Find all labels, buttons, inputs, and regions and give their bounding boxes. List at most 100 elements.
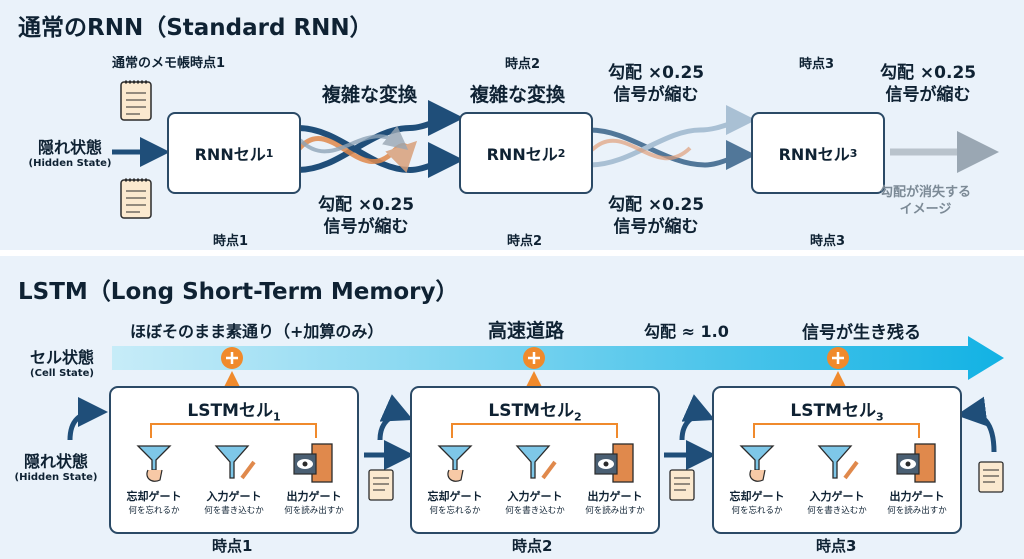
hidden-state-label-bottom: 隠れ状態 (Hidden State) — [4, 448, 108, 483]
forget-gate-name-1: 忘却ゲート — [126, 490, 182, 503]
input-gate-name-3: 入力ゲート — [809, 490, 865, 503]
input-gate-2: 入力ゲート 何を書き込むか — [494, 436, 576, 516]
lstm-cell-2: LSTMセル2 忘却ゲート 何を忘れるか 入力ゲート 何を書き込むか 出力ゲート… — [410, 386, 660, 534]
note-survive: 信号が生き残る — [802, 323, 921, 343]
hidden-state-en-text: (Hidden State) — [28, 158, 112, 169]
lstm-hook-1 — [377, 394, 414, 441]
funnel-pencil-icon — [796, 436, 878, 486]
notepad-icon-lstm-2 — [669, 469, 695, 501]
input-gate-name-2: 入力ゲート — [507, 490, 563, 503]
notepad-icon-bottom — [120, 178, 152, 219]
note-pass-through: ほぼそのまま素通り（+加算のみ） — [130, 322, 384, 341]
braid-2a — [589, 127, 756, 171]
filter-hand-icon — [113, 436, 195, 486]
filter-hand-icon — [414, 436, 496, 486]
memo-label: 通常のメモ帳時点1 — [112, 56, 226, 71]
note-gradient: 勾配 ≈ 1.0 — [644, 322, 729, 341]
lstm-cell-2-bracket — [451, 423, 618, 438]
rnn-time3-top: 時点3 — [799, 57, 835, 72]
rnn-cell-2-sub: 2 — [557, 146, 566, 160]
grad-label-top-2: 勾配 ×0.25 信号が縮む — [608, 63, 705, 105]
lstm-title: LSTM（Long Short-Term Memory） — [18, 279, 459, 305]
lstm-cell-2-sub: 2 — [573, 410, 582, 424]
door-eye-icon — [574, 436, 656, 486]
lstm-cell-2-head: LSTMセル2 — [412, 396, 658, 423]
rnn-cell-3-name: RNNセル — [778, 145, 850, 164]
forget-gate-name-2: 忘却ゲート — [427, 490, 483, 503]
transform-label-1: 複雑な変換 — [322, 84, 418, 106]
funnel-pencil-icon — [494, 436, 576, 486]
transform-label-2: 複雑な変換 — [470, 84, 566, 106]
rnn-cell-2-name: RNNセル — [486, 145, 558, 164]
rnn-cell-1-name: RNNセル — [194, 145, 266, 164]
output-gate-2: 出力ゲート 何を読み出すか — [574, 436, 656, 516]
input-gate-desc-2: 何を書き込むか — [505, 506, 565, 516]
hidden-in-hook — [67, 397, 108, 441]
input-gate-1: 入力ゲート 何を書き込むか — [193, 436, 275, 516]
output-gate-1: 出力ゲート 何を読み出すか — [273, 436, 355, 516]
lstm-cell-3-head: LSTMセル3 — [714, 396, 960, 423]
braid-2-orange — [590, 138, 692, 161]
forget-gate-desc-2: 何を忘れるか — [429, 506, 481, 516]
door-eye-icon — [273, 436, 355, 486]
hidden-state-en-text-b: (Hidden State) — [14, 472, 98, 483]
output-gate-name-2: 出力ゲート — [587, 490, 643, 503]
lstm-cell-1-bracket — [150, 423, 317, 438]
notepad-icon-top — [120, 80, 152, 121]
output-gate-desc-2: 何を読み出すか — [585, 506, 645, 516]
forget-gate-2: 忘却ゲート 何を忘れるか — [414, 436, 496, 516]
grad-label-bottom-2: 勾配 ×0.25 信号が縮む — [608, 195, 705, 237]
grad-label-bottom-1: 勾配 ×0.25 信号が縮む — [318, 195, 415, 237]
forget-gate-3: 忘却ゲート 何を忘れるか — [716, 436, 798, 516]
lstm-cell-2-name: LSTMセル — [488, 401, 574, 421]
filter-hand-icon — [716, 436, 798, 486]
output-gate-desc-3: 何を読み出すか — [887, 506, 947, 516]
funnel-pencil-icon — [193, 436, 275, 486]
lstm-cell-3: LSTMセル3 忘却ゲート 何を忘れるか 入力ゲート 何を書き込むか 出力ゲート… — [712, 386, 962, 534]
lstm-cell-1-head: LSTMセル1 — [111, 396, 357, 423]
lstm-cell-3-sub: 3 — [875, 410, 884, 424]
lstm-hook-2 — [679, 394, 716, 441]
output-gate-3: 出力ゲート 何を読み出すか — [876, 436, 958, 516]
lstm-hook-out — [956, 396, 997, 453]
lstm-cell-3-bracket — [753, 423, 920, 438]
lstm-cell-1: LSTMセル1 忘却ゲート 何を忘れるか 入力ゲート 何を書き込むか 出力ゲート… — [109, 386, 359, 534]
forget-gate-name-3: 忘却ゲート — [729, 490, 785, 503]
notepad-icon-lstm-3 — [978, 461, 1004, 493]
lstm-time-2: 時点2 — [512, 537, 553, 555]
cell-state-en-text: (Cell State) — [30, 368, 94, 379]
lstm-cell-3-name: LSTMセル — [790, 401, 876, 421]
hidden-state-label-top: 隠れ状態 (Hidden State) — [20, 134, 120, 169]
cell-state-highway — [112, 336, 1004, 380]
output-gate-name-3: 出力ゲート — [889, 490, 945, 503]
rnn-time2-bottom: 時点2 — [507, 234, 543, 249]
forget-gate-desc-3: 何を忘れるか — [731, 506, 783, 516]
forget-gate-1: 忘却ゲート 何を忘れるか — [113, 436, 195, 516]
rnn-cell-3-sub: 3 — [849, 146, 858, 160]
lstm-cell-1-name: LSTMセル — [187, 401, 273, 421]
hidden-state-text: 隠れ状態 — [37, 138, 102, 157]
input-gate-3: 入力ゲート 何を書き込むか — [796, 436, 878, 516]
forget-gate-desc-1: 何を忘れるか — [128, 506, 180, 516]
grad-label-top-3: 勾配 ×0.25 信号が縮む — [880, 63, 977, 105]
lstm-time-3: 時点3 — [816, 537, 857, 555]
vanish-label: 勾配が消失する イメージ — [880, 185, 972, 217]
cell-state-label: セル状態 (Cell State) — [14, 344, 110, 379]
input-gate-desc-3: 何を書き込むか — [807, 506, 867, 516]
panel-divider — [0, 250, 1024, 256]
rnn-time3-bottom: 時点3 — [810, 234, 846, 249]
rnn-time1-bottom: 時点1 — [213, 234, 249, 249]
notepad-icon-lstm-1 — [368, 469, 394, 501]
lstm-cell-1-sub: 1 — [272, 410, 281, 424]
note-highway: 高速道路 — [488, 320, 565, 342]
rnn-time2-top: 時点2 — [505, 57, 541, 72]
braid-2b — [589, 105, 756, 168]
rnn-cell-1-sub: 1 — [265, 146, 274, 160]
input-gate-desc-1: 何を書き込むか — [204, 506, 264, 516]
rnn-title: 通常のRNN（Standard RNN） — [18, 15, 373, 41]
cell-state-text: セル状態 — [29, 348, 94, 367]
